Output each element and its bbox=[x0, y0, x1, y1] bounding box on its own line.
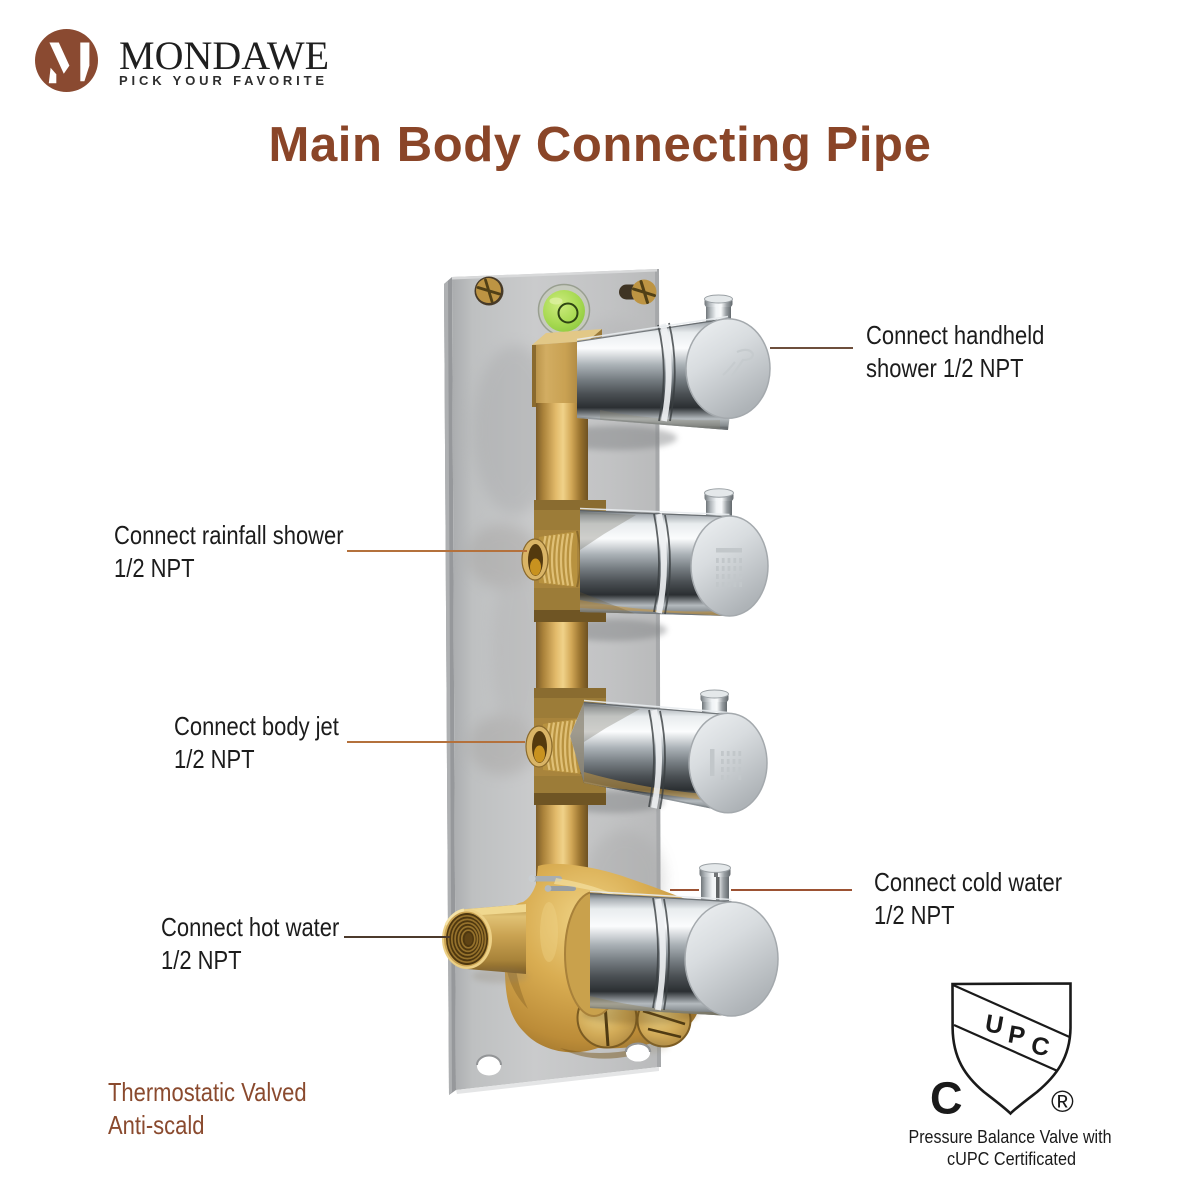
svg-text:cUPC Certificated: cUPC Certificated bbox=[947, 1148, 1076, 1169]
svg-text:Pressure Balance Valve with: Pressure Balance Valve with bbox=[909, 1126, 1112, 1147]
svg-text:C: C bbox=[930, 1073, 963, 1124]
svg-text:P: P bbox=[1006, 1020, 1027, 1050]
svg-text:®: ® bbox=[1051, 1084, 1074, 1119]
svg-text:C: C bbox=[1029, 1031, 1052, 1062]
svg-text:U: U bbox=[983, 1009, 1006, 1040]
